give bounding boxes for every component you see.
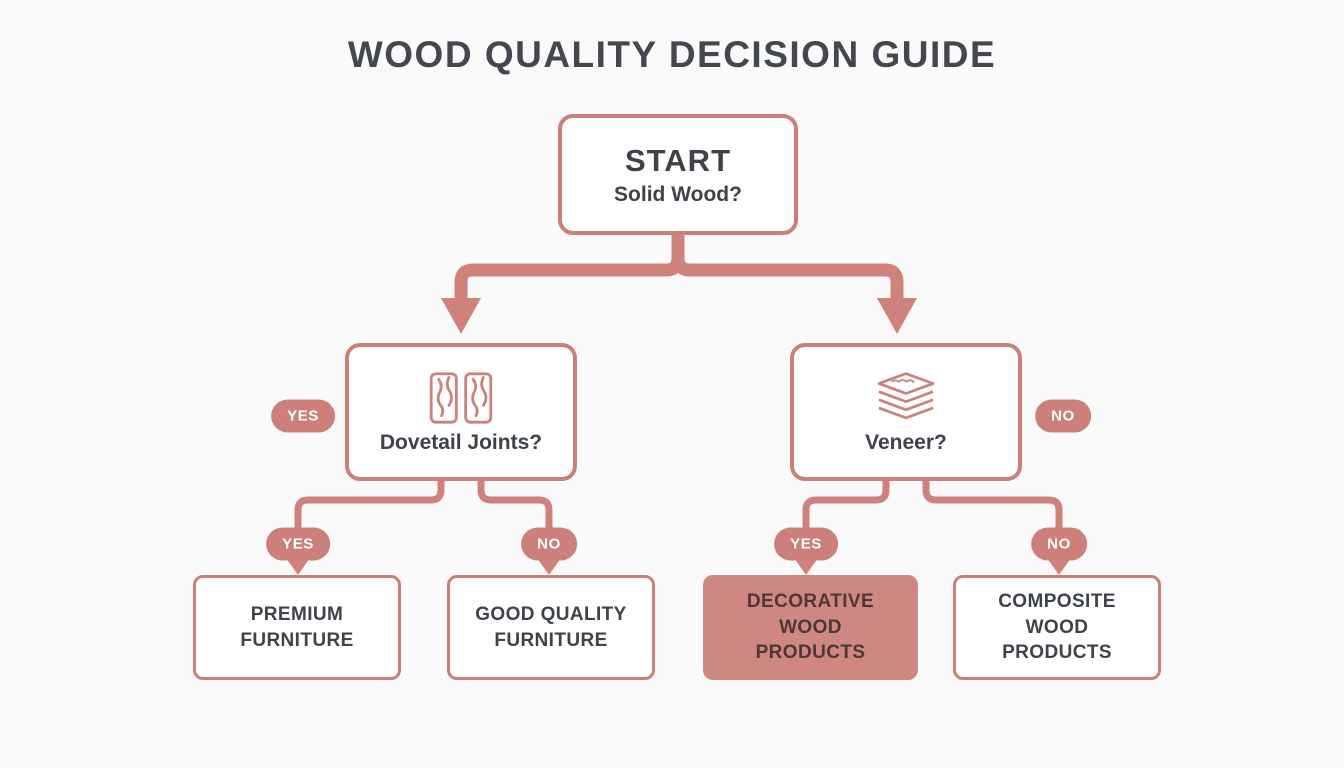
connector-veneer-no [922,481,1063,562]
branch-label-veneer-no: NO [1031,527,1087,561]
branch-label-solid-yes: YES [271,399,335,433]
arrowhead-veneer-no [1047,558,1071,575]
connector-veneer-yes [802,481,890,562]
result-composite-wood-products: COMPOSITE WOOD PRODUCTS [953,575,1161,680]
connector-dovetail-yes [294,481,445,562]
connector-start-left [454,233,685,302]
dovetail-question-node: Dovetail Joints? [345,343,577,481]
arrowhead-start-left [441,298,481,334]
wood-planks-icon [421,370,501,426]
veneer-question-text: Veneer? [865,430,947,454]
start-node: START Solid Wood? [558,114,798,235]
start-question: Solid Wood? [614,182,742,206]
result-premium-furniture: PREMIUM FURNITURE [193,575,401,680]
branch-label-solid-no: NO [1035,399,1091,433]
arrowhead-dovetail-yes [286,558,310,575]
veneer-question-node: Veneer? [790,343,1022,481]
branch-label-veneer-yes: YES [774,527,838,561]
branch-label-dovetail-yes: YES [266,527,330,561]
connector-dovetail-no [477,481,553,562]
start-label: START [624,142,732,178]
page-title: WOOD QUALITY DECISION GUIDE [347,34,997,75]
connector-start-right [671,233,904,302]
dovetail-question-text: Dovetail Joints? [379,430,543,454]
arrowhead-dovetail-no [537,558,561,575]
arrowhead-veneer-yes [794,558,818,575]
arrowhead-start-right [877,298,917,334]
veneer-stack-icon [866,370,946,426]
branch-label-dovetail-no: NO [521,527,577,561]
result-decorative-wood-products: DECORATIVE WOOD PRODUCTS [703,575,918,680]
result-good-quality-furniture: GOOD QUALITY FURNITURE [447,575,655,680]
